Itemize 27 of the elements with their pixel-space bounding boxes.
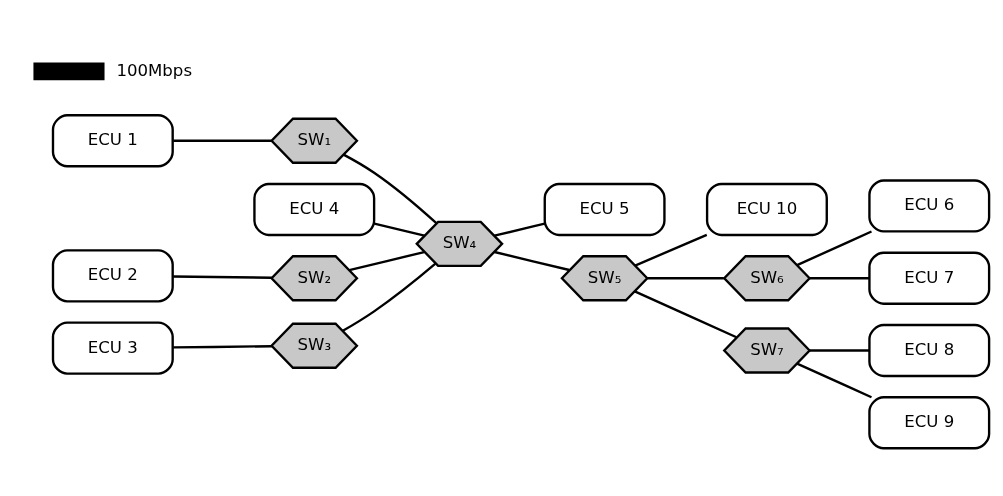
node-box: ECU 7 bbox=[868, 251, 991, 305]
connector bbox=[634, 233, 708, 267]
connector bbox=[809, 349, 870, 352]
node-box: ECU 4 bbox=[253, 182, 376, 237]
connector bbox=[494, 222, 545, 237]
connector bbox=[173, 275, 272, 279]
connector bbox=[494, 250, 570, 272]
node-box: ECU 6 bbox=[868, 179, 991, 233]
connector bbox=[634, 290, 737, 339]
node-box: ECU 1 bbox=[51, 114, 174, 168]
node-box: ECU 2 bbox=[51, 249, 174, 303]
node-box: ECU 9 bbox=[868, 396, 991, 450]
connector bbox=[343, 153, 438, 225]
node-box: ECU 10 bbox=[705, 182, 828, 237]
connector bbox=[173, 345, 272, 349]
connector bbox=[342, 262, 437, 332]
connector bbox=[796, 362, 872, 399]
connector bbox=[173, 139, 272, 142]
connector bbox=[374, 222, 425, 237]
node-box: ECU 3 bbox=[51, 321, 174, 375]
connector bbox=[796, 230, 872, 267]
connector bbox=[809, 277, 870, 280]
node-box: ECU 8 bbox=[868, 323, 991, 378]
node-box: ECU 5 bbox=[543, 182, 666, 237]
connector bbox=[647, 277, 724, 280]
connector bbox=[349, 250, 425, 272]
legend-label: 100Mbps bbox=[116, 60, 193, 80]
